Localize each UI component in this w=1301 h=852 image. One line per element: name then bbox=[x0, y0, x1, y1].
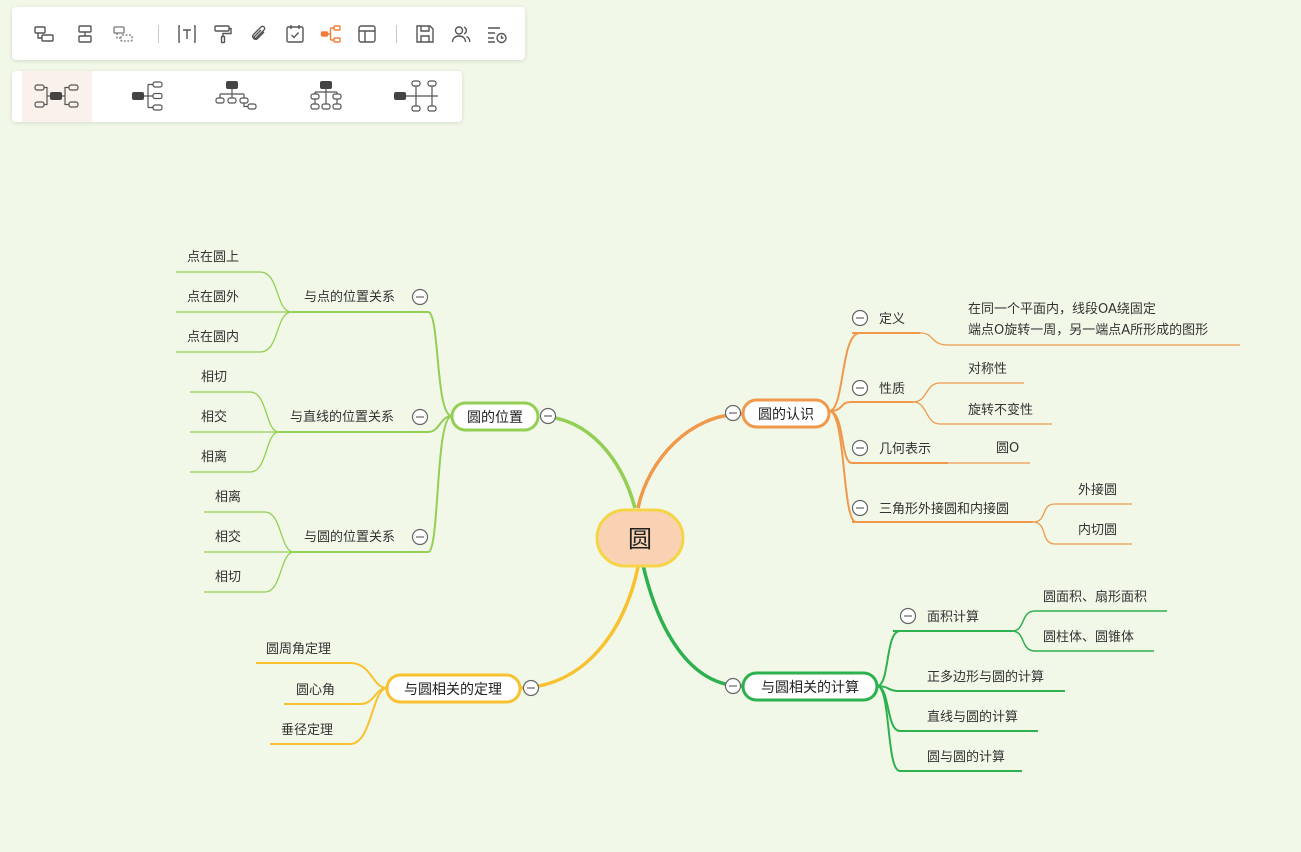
topic-circle-o[interactable]: 圆O bbox=[996, 441, 1019, 456]
collapse-area-button[interactable] bbox=[899, 607, 917, 625]
topic-cylinder-cone[interactable]: 圆柱体、圆锥体 bbox=[1043, 630, 1134, 645]
collapse-line-relation-button[interactable] bbox=[411, 408, 429, 426]
topic-area-calc[interactable]: 面积计算 bbox=[927, 610, 979, 625]
topic-point-relation[interactable]: 与点的位置关系 bbox=[304, 289, 395, 305]
topic-polygon-calc[interactable]: 正多边形与圆的计算 bbox=[927, 669, 1044, 685]
definition-text-line1[interactable]: 在同一个平面内，线段OA绕固定 bbox=[968, 301, 1156, 317]
insert-child-topic-icon[interactable] bbox=[33, 23, 55, 45]
branch-calculation-box bbox=[741, 671, 879, 702]
insert-sibling-topic-icon[interactable] bbox=[74, 23, 96, 45]
collapse-recognition-button[interactable] bbox=[724, 404, 742, 422]
layout-logic-right-button[interactable] bbox=[112, 71, 182, 122]
collapse-definition-button[interactable] bbox=[851, 309, 869, 327]
collapse-theorems-button[interactable] bbox=[522, 679, 540, 697]
layout-org-chart-icon bbox=[215, 81, 257, 110]
save-icon[interactable] bbox=[414, 23, 436, 45]
layout-toolbar bbox=[12, 71, 462, 122]
topic-central-angle[interactable]: 圆心角 bbox=[296, 683, 335, 698]
layout-timeline-icon bbox=[394, 80, 438, 112]
root-topic-label: 圆 bbox=[628, 525, 652, 553]
collaborators-icon[interactable] bbox=[450, 23, 472, 45]
topic-circle-relation[interactable]: 与圆的位置关系 bbox=[304, 529, 395, 545]
topic-line-relation[interactable]: 与直线的位置关系 bbox=[290, 409, 394, 425]
collapse-notation-button[interactable] bbox=[851, 439, 869, 457]
root-topic-box bbox=[595, 508, 685, 568]
topic-circle-circle-calc[interactable]: 圆与圆的计算 bbox=[927, 749, 1005, 765]
topic-line-tangent[interactable]: 相切 bbox=[201, 370, 227, 385]
collapse-circle-relation-button[interactable] bbox=[411, 528, 429, 546]
layout-mindmap-icon bbox=[34, 84, 79, 108]
topic-circle-sector-area[interactable]: 圆面积、扇形面积 bbox=[1043, 589, 1147, 605]
topic-line-separate[interactable]: 相离 bbox=[201, 449, 227, 465]
topic-point-inside[interactable]: 点在圆内 bbox=[187, 329, 239, 345]
collapse-position-button[interactable] bbox=[539, 407, 557, 425]
history-icon[interactable] bbox=[486, 23, 508, 45]
topic-rotation-invariance[interactable]: 旋转不变性 bbox=[968, 402, 1033, 418]
topic-circle-intersect[interactable]: 相交 bbox=[215, 529, 241, 545]
definition-text-line2[interactable]: 端点O旋转一周，另一端点A所形成的图形 bbox=[968, 322, 1208, 338]
insert-floating-topic-icon[interactable] bbox=[112, 23, 134, 45]
collapse-point-relation-button[interactable] bbox=[411, 288, 429, 306]
layout-tree-chart-button[interactable] bbox=[293, 71, 363, 122]
branch-calculation-label: 与圆相关的计算 bbox=[761, 680, 859, 696]
topic-triangle-circles[interactable]: 三角形外接圆和内接圆 bbox=[879, 501, 1009, 517]
topic-line-intersect[interactable]: 相交 bbox=[201, 409, 227, 425]
insert-text-icon[interactable] bbox=[176, 23, 198, 45]
branch-calculation[interactable]: 与圆相关的计算 bbox=[741, 671, 879, 702]
branch-recognition[interactable]: 圆的认识 bbox=[741, 398, 831, 429]
collapse-triangle-button[interactable] bbox=[851, 499, 869, 517]
branch-position-label: 圆的位置 bbox=[467, 410, 523, 426]
layout-mindmap-button[interactable] bbox=[22, 71, 92, 122]
branch-theorems-label: 与圆相关的定理 bbox=[404, 682, 502, 698]
topic-circle-separate[interactable]: 相离 bbox=[215, 489, 241, 505]
main-toolbar bbox=[12, 7, 525, 60]
format-painter-icon[interactable] bbox=[212, 23, 234, 45]
topic-circle-tangent[interactable]: 相切 bbox=[215, 570, 241, 585]
collapse-properties-button[interactable] bbox=[851, 379, 869, 397]
branch-theorems[interactable]: 与圆相关的定理 bbox=[385, 673, 522, 704]
layout-timeline-button[interactable] bbox=[382, 71, 452, 122]
branch-position-box bbox=[450, 401, 540, 432]
topic-symmetry[interactable]: 对称性 bbox=[968, 362, 1007, 377]
structure-icon[interactable] bbox=[320, 23, 342, 45]
topic-definition[interactable]: 定义 bbox=[879, 312, 905, 327]
attachment-icon[interactable] bbox=[248, 23, 270, 45]
topic-notation[interactable]: 几何表示 bbox=[879, 441, 931, 457]
topic-inscribed-angle[interactable]: 圆周角定理 bbox=[266, 642, 331, 657]
layout-panel-icon[interactable] bbox=[356, 23, 378, 45]
layout-org-chart-button[interactable] bbox=[200, 71, 270, 122]
branch-recognition-box bbox=[741, 398, 831, 429]
topic-properties[interactable]: 性质 bbox=[879, 382, 905, 397]
root-topic[interactable]: 圆 bbox=[595, 508, 685, 568]
topic-line-circle-calc[interactable]: 直线与圆的计算 bbox=[927, 709, 1018, 725]
topic-circumcircle[interactable]: 外接圆 bbox=[1078, 482, 1117, 498]
branch-recognition-label: 圆的认识 bbox=[758, 407, 814, 423]
topic-point-on-circle[interactable]: 点在圆上 bbox=[187, 250, 239, 265]
task-icon[interactable] bbox=[284, 23, 306, 45]
topic-incircle[interactable]: 内切圆 bbox=[1078, 522, 1117, 538]
branch-position[interactable]: 圆的位置 bbox=[450, 401, 540, 432]
topic-point-outside[interactable]: 点在圆外 bbox=[187, 290, 239, 305]
branch-theorems-box bbox=[385, 673, 522, 704]
layout-tree-chart-icon bbox=[310, 81, 342, 110]
layout-logic-right-icon bbox=[132, 81, 163, 111]
toolbar-divider bbox=[396, 25, 397, 43]
toolbar-divider bbox=[158, 25, 159, 43]
collapse-calculation-button[interactable] bbox=[724, 677, 742, 695]
topic-perpendicular-diameter[interactable]: 垂径定理 bbox=[281, 723, 333, 738]
